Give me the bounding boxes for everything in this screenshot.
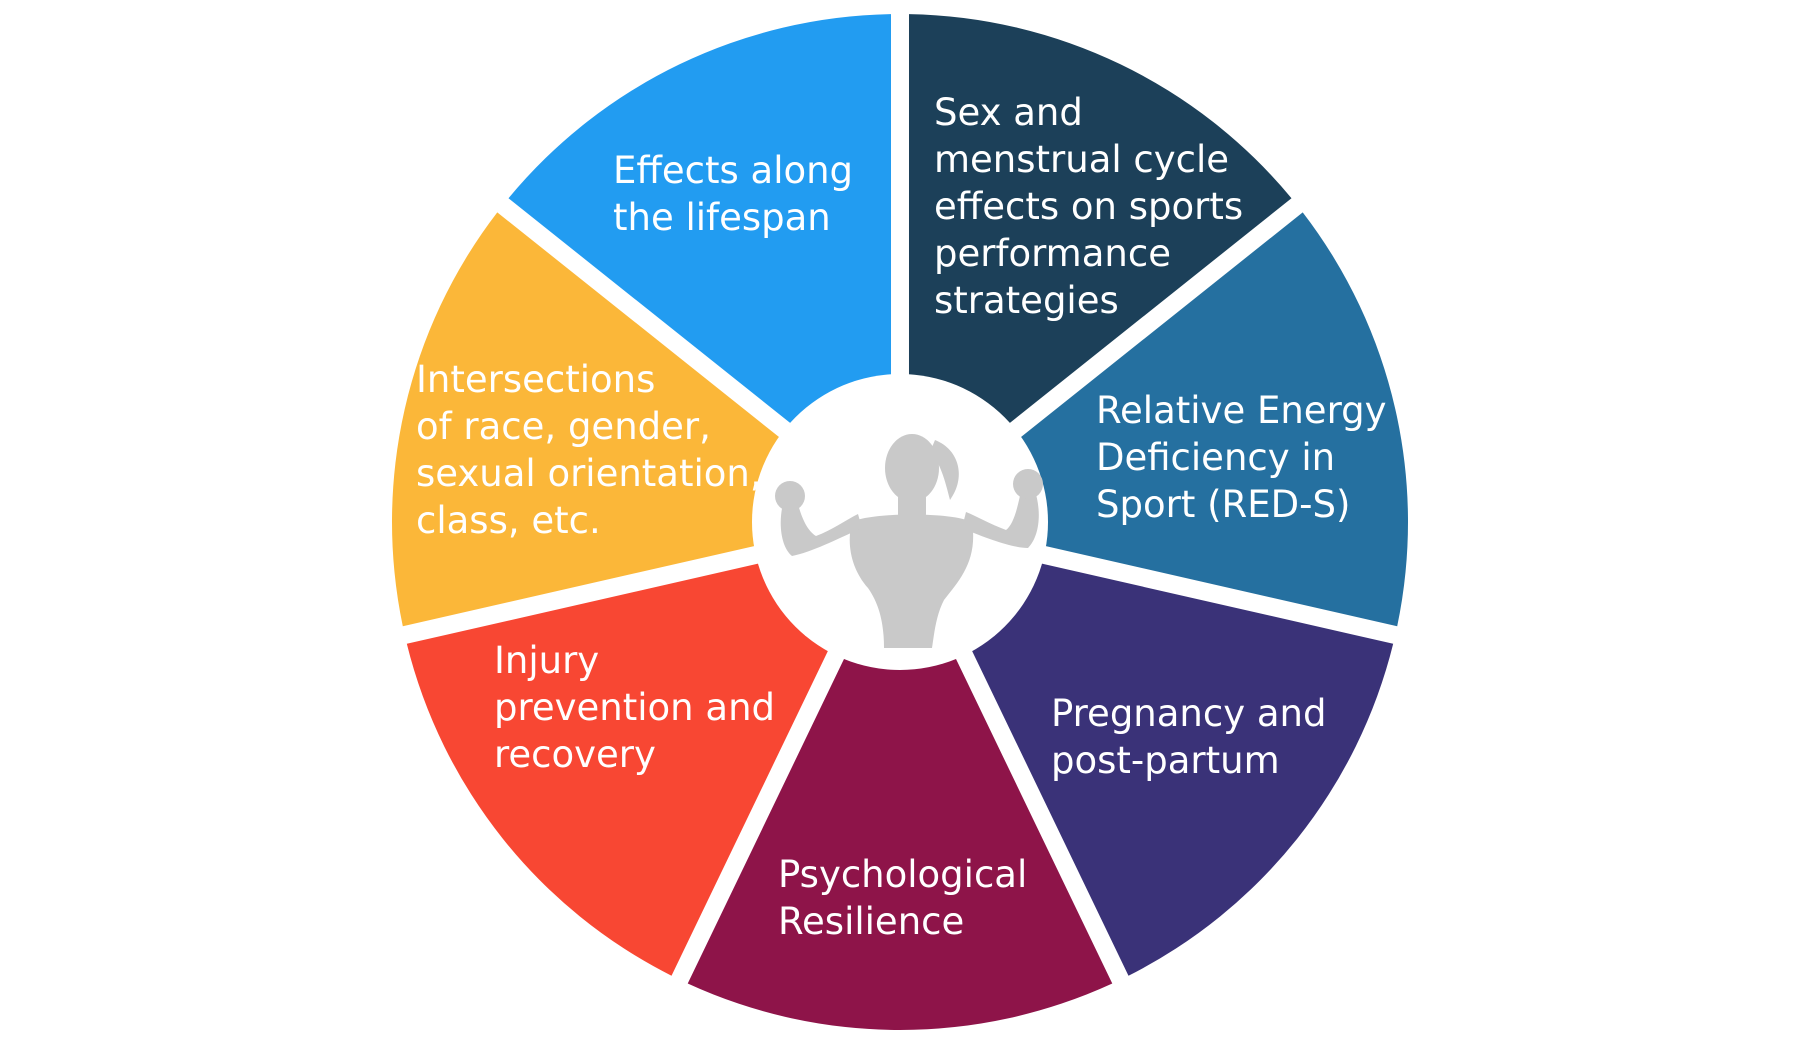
label-line: menstrual cycle bbox=[934, 137, 1230, 181]
label-line: Relative Energy bbox=[1096, 389, 1387, 432]
label-line: prevention and bbox=[494, 685, 776, 729]
wedge-lifespan bbox=[908, 14, 1292, 428]
label-line: Sex and bbox=[934, 91, 1083, 134]
label-line: the lifespan bbox=[613, 195, 831, 239]
wedge-resilience bbox=[406, 561, 832, 976]
label-line: Effects along bbox=[613, 149, 854, 192]
label-line: Intersections bbox=[416, 358, 656, 401]
label-line: Injury bbox=[494, 639, 600, 682]
label-line: class, etc. bbox=[416, 498, 601, 542]
label-line: Pregnancy and bbox=[1051, 692, 1327, 735]
label-line: of race, gender, bbox=[416, 404, 711, 448]
label-line: sexual orientation, bbox=[416, 451, 762, 495]
label-line: Sport (RED-S) bbox=[1096, 482, 1351, 526]
label-line: effects on sports bbox=[934, 184, 1244, 228]
wedge-reds bbox=[968, 561, 1394, 976]
label-line: performance bbox=[934, 231, 1171, 275]
label-line: post-partum bbox=[1051, 738, 1280, 782]
wedge-intersections bbox=[508, 14, 892, 428]
label-line: Resilience bbox=[778, 899, 965, 943]
wedge-injury bbox=[392, 212, 786, 627]
label-line: recovery bbox=[494, 732, 656, 776]
label-line: Psychological bbox=[778, 853, 1028, 896]
label-line: Deficiency in bbox=[1096, 435, 1336, 479]
wedge-menstrual bbox=[1014, 212, 1408, 627]
wedge-pregnancy bbox=[687, 651, 1113, 1030]
flexing-woman-silhouette-icon bbox=[775, 434, 1043, 648]
label-line: strategies bbox=[934, 278, 1119, 322]
